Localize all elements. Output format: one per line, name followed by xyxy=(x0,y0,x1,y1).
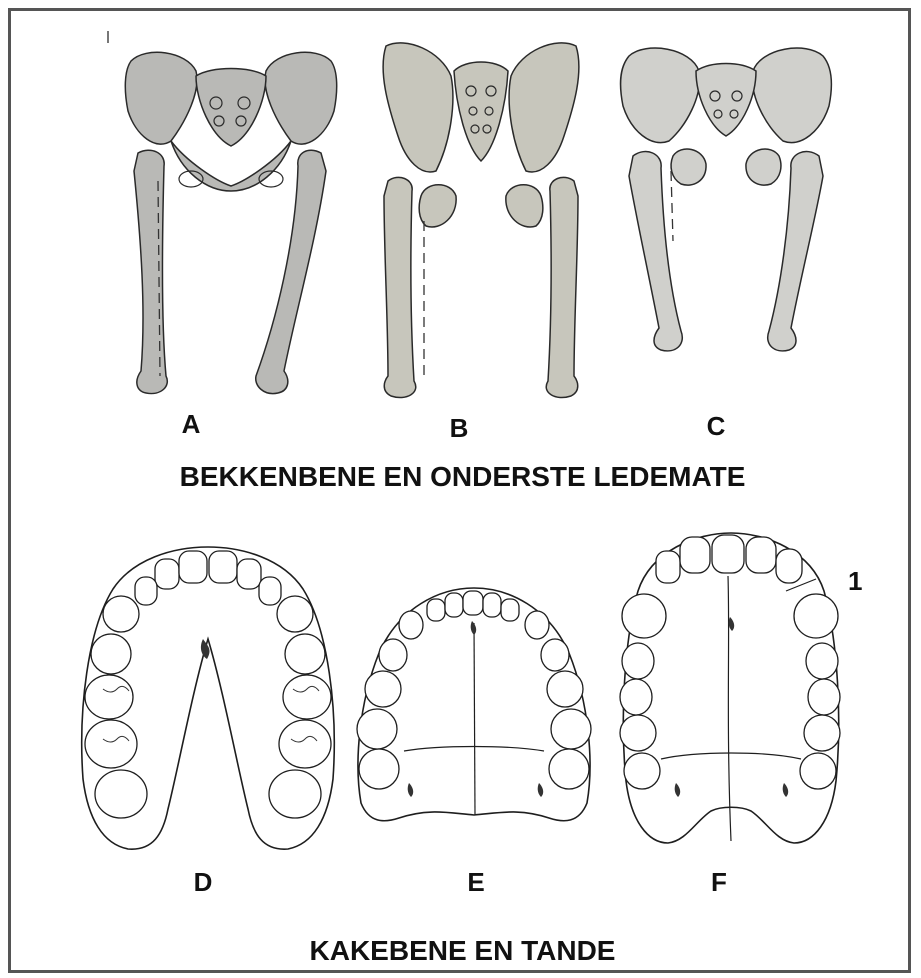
corner-mark xyxy=(107,31,109,43)
label-c: C xyxy=(707,411,726,442)
jaw-d-illustration xyxy=(73,539,343,859)
label-e: E xyxy=(467,867,484,898)
label-b: B xyxy=(450,413,469,444)
heading-pelvis-limbs: BEKKENBENE EN ONDERSTE LEDEMATE xyxy=(11,461,914,493)
pelvis-legs-a-illustration xyxy=(116,41,346,401)
label-f: F xyxy=(711,867,727,898)
pelvis-legs-c-illustration xyxy=(611,36,841,356)
pelvis-legs-b-illustration xyxy=(366,31,596,401)
label-a: A xyxy=(182,409,201,440)
callout-1: 1 xyxy=(848,566,862,597)
figure-frame: A B xyxy=(8,8,911,973)
heading-jaws-teeth: KAKEBENE EN TANDE xyxy=(11,935,914,967)
label-d: D xyxy=(194,867,213,898)
jaw-e-illustration xyxy=(349,583,599,833)
jaw-f-illustration xyxy=(616,521,846,851)
